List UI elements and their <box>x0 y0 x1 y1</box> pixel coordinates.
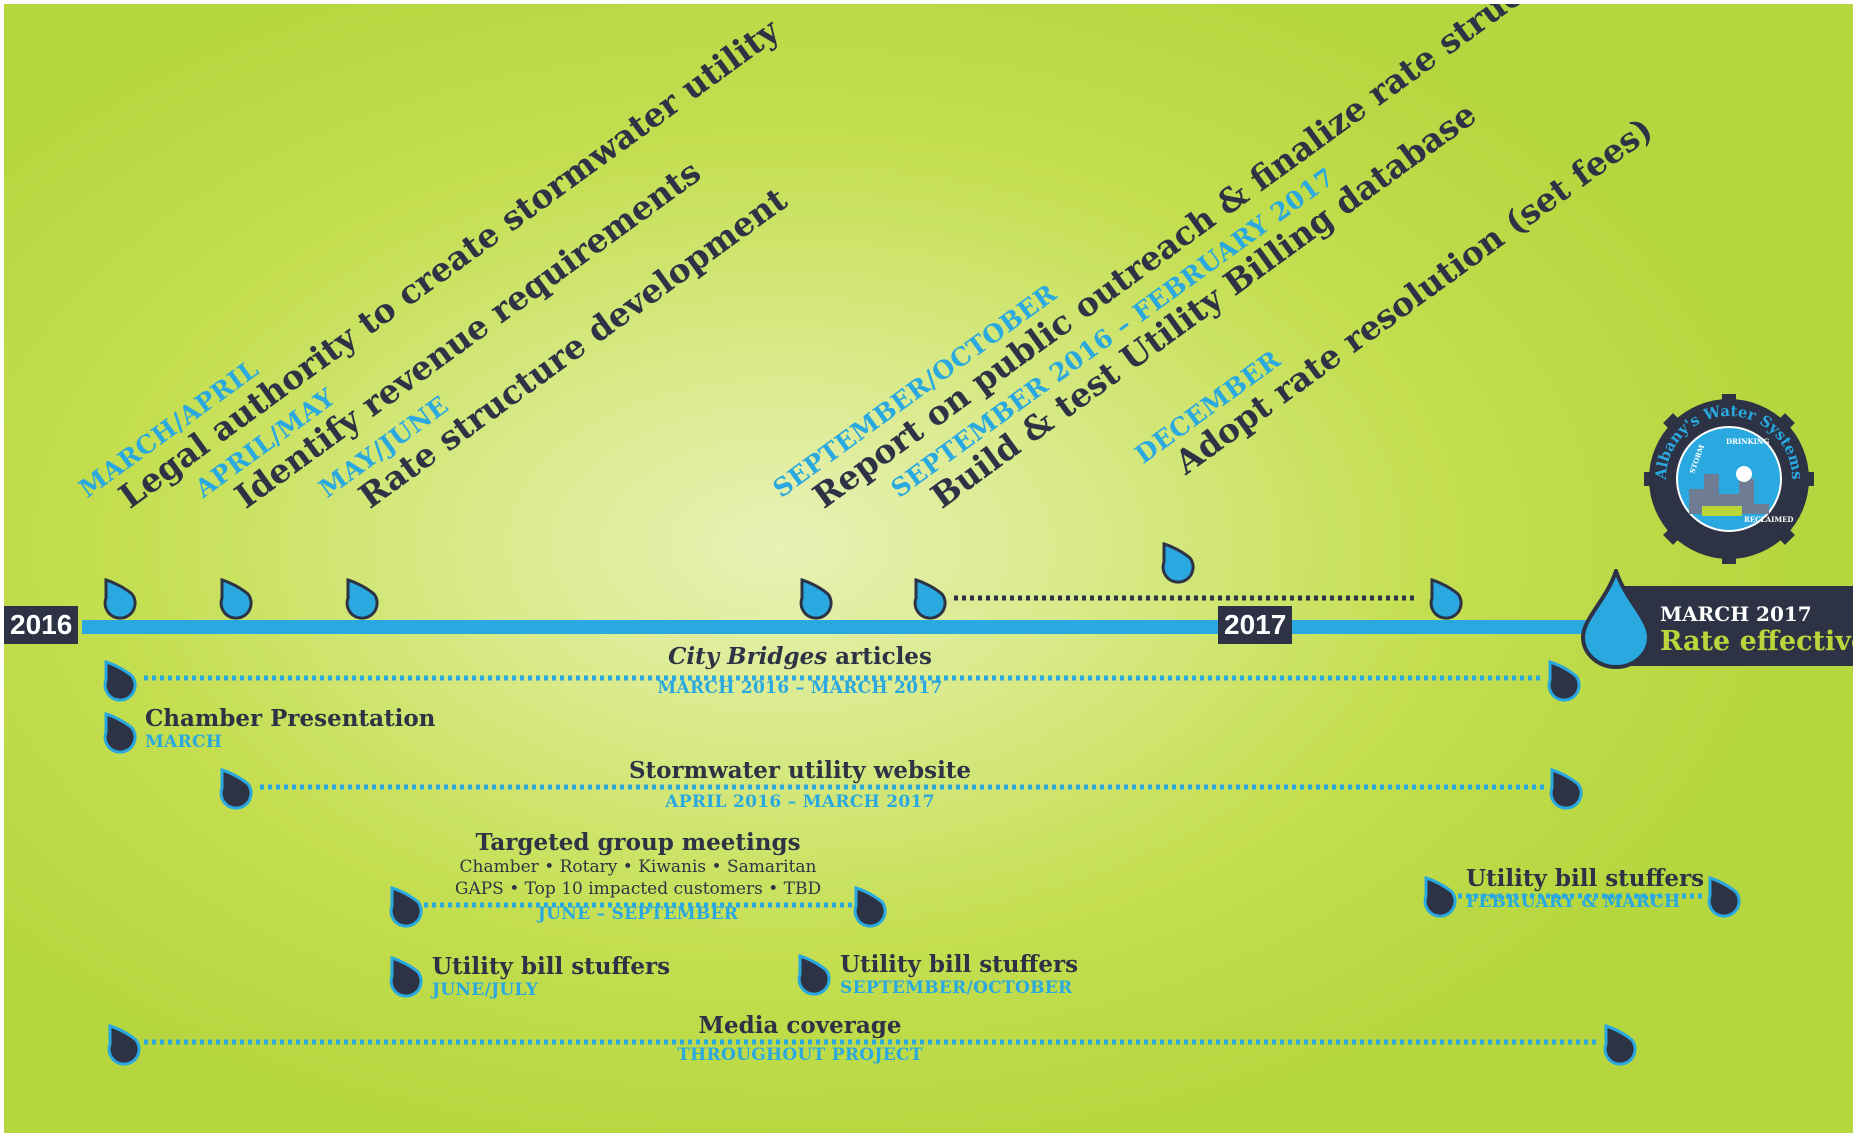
outreach-drop-icon <box>1549 768 1583 810</box>
outreach-drop-icon <box>1423 876 1457 918</box>
year-2017-label: 2017 <box>1218 606 1293 644</box>
final-milestone-box: MARCH 2017 Rate effective <box>1624 586 1853 666</box>
stuffers-3-label: Utility bill stuffers FEBRUARY & MARCH <box>1466 865 1705 913</box>
city-bridges-title-italic: City Bridges <box>668 643 828 670</box>
media-label: Media coverage THROUGHOUT PROJECT <box>677 1012 923 1066</box>
group-meetings-label: Targeted group meetings Chamber • Rotary… <box>454 829 822 925</box>
milestone-drop-icon <box>219 578 253 620</box>
final-drop-icon <box>1581 569 1651 669</box>
outreach-drop-icon <box>389 886 423 928</box>
media-date: THROUGHOUT PROJECT <box>677 1045 923 1065</box>
stuffers-2-date: SEPTEMBER/OCTOBER <box>840 978 1073 998</box>
website-label: Stormwater utility website APRIL 2016 – … <box>628 757 972 813</box>
year-2016-label: 2016 <box>4 606 79 644</box>
outreach-drop-icon <box>1547 660 1581 702</box>
outreach-drop-icon <box>853 886 887 928</box>
city-bridges-title-rest: articles <box>827 643 932 670</box>
outreach-drop-icon <box>797 954 831 996</box>
milestone-drop-icon <box>345 578 379 620</box>
city-bridges-label: City Bridges articles MARCH 2016 – MARCH… <box>657 643 943 699</box>
milestone-drop-icon <box>913 578 947 620</box>
website-date: APRIL 2016 – MARCH 2017 <box>665 792 935 812</box>
logo-label-drinking: DRINKING <box>1726 437 1769 446</box>
stuffers-1-date: JUNE/JULY <box>432 980 539 1000</box>
connector-lines <box>144 595 1704 1045</box>
stuffers-1-title: Utility bill stuffers <box>432 953 671 980</box>
chamber-title: Chamber Presentation <box>145 705 436 732</box>
final-date: MARCH 2017 <box>1660 602 1812 626</box>
logo-label-reclaimed: RECLAIMED <box>1744 515 1794 524</box>
group-meetings-title: Targeted group meetings <box>475 829 801 856</box>
gear-icon <box>1644 394 1814 564</box>
chamber-date: MARCH <box>145 732 223 752</box>
stuffers-2-title: Utility bill stuffers <box>840 951 1079 978</box>
media-title: Media coverage <box>698 1012 902 1039</box>
city-bridges-date: MARCH 2016 – MARCH 2017 <box>657 678 943 698</box>
outreach-drop-icon <box>107 1024 141 1066</box>
outreach-drop-icon <box>103 712 137 754</box>
milestone-drop-icon <box>1161 542 1195 584</box>
final-title: Rate effective <box>1660 626 1853 657</box>
group-meetings-date: JUNE – SEPTEMBER <box>537 904 739 924</box>
outreach-drop-icon <box>389 956 423 998</box>
stuffers-1-label: Utility bill stuffers JUNE/JULY <box>432 953 671 1001</box>
outreach-drop-icon <box>219 768 253 810</box>
stuffers-3-title: Utility bill stuffers <box>1466 865 1705 892</box>
website-title: Stormwater utility website <box>628 757 972 784</box>
group-meetings-list-2: GAPS • Top 10 impacted customers • TBD <box>454 879 822 899</box>
outreach-drop-icon <box>1603 1024 1637 1066</box>
outreach-drop-icon <box>1707 876 1741 918</box>
stuffers-2-label: Utility bill stuffers SEPTEMBER/OCTOBER <box>840 951 1079 999</box>
group-meetings-list-1: Chamber • Rotary • Kiwanis • Samaritan <box>459 857 817 877</box>
chamber-label: Chamber Presentation MARCH <box>145 705 436 753</box>
stuffers-3-date: FEBRUARY & MARCH <box>1466 892 1681 912</box>
outreach-drop-icon <box>103 660 137 702</box>
timeline-canvas: 2016 2017 MARCH 2017 Rate effective MARC… <box>4 4 1853 1133</box>
milestone-drop-icon <box>103 578 137 620</box>
milestone-drop-icon <box>1429 578 1463 620</box>
milestone-drop-icon <box>799 578 833 620</box>
albany-water-systems-logo: Albany's Water Systems STORM DRINKING RE… <box>1644 394 1814 564</box>
main-timeline-bar <box>82 620 1642 634</box>
